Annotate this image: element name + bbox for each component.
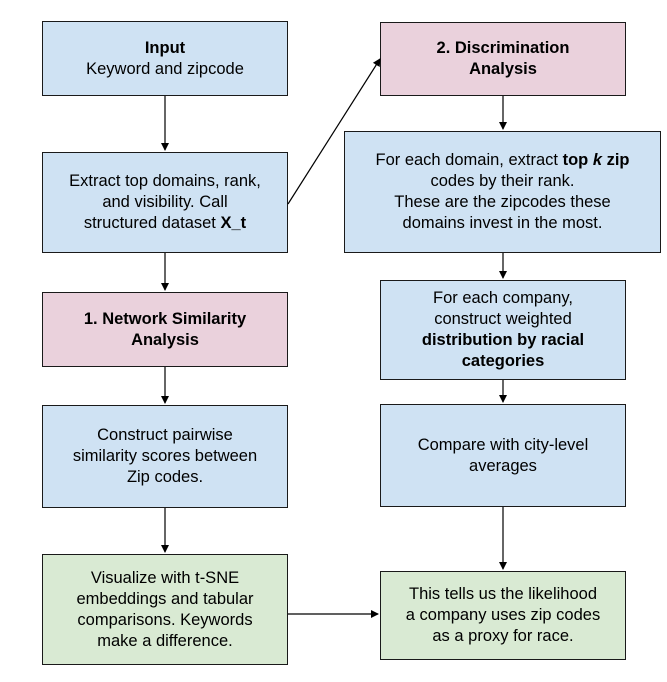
- compare-line-1: Compare with city-level: [417, 435, 589, 454]
- visualize-line-1: Visualize with t-SNE: [90, 568, 240, 587]
- distribution-box: For each company, construct weighted dis…: [380, 280, 626, 380]
- distribution-line-4: categories: [461, 352, 545, 370]
- distribution-line-1: For each company,: [432, 289, 573, 307]
- top-k-box: For each domain, extract top k zip codes…: [344, 131, 661, 253]
- extract-line-2: and visibility. Call: [102, 193, 228, 211]
- top-k-line-3: These are the zipcodes these: [394, 193, 611, 211]
- top-k-bold: top k zip: [563, 151, 630, 169]
- top-k-line-2: codes by their rank.: [430, 172, 575, 190]
- pairwise-line-2: similarity scores between: [72, 447, 258, 465]
- input-title: Input: [144, 38, 186, 57]
- likelihood-line-2: a company uses zip codes: [405, 606, 601, 624]
- network-title-line-2: Analysis: [131, 330, 199, 349]
- visualize-line-2: embeddings and tabular: [76, 589, 254, 608]
- top-k-bold-post: zip: [602, 151, 630, 169]
- distribution-line-2: construct weighted: [434, 310, 572, 328]
- dataset-name: X_t: [220, 214, 247, 232]
- network-title-line-1: 1. Network Similarity: [83, 309, 247, 328]
- visualize-line-3: comparisons. Keywords: [77, 610, 253, 629]
- top-k-line-1-text: For each domain, extract: [375, 151, 563, 169]
- top-k-bold-pre: top: [562, 151, 593, 169]
- top-k-line-1: For each domain, extract top k zip: [375, 150, 629, 171]
- visualize-line-4: make a difference.: [97, 631, 233, 650]
- pairwise-line-3: Zip codes.: [126, 468, 204, 486]
- network-similarity-box: 1. Network Similarity Analysis: [42, 292, 288, 367]
- top-k-line-4: domains invest in the most.: [402, 214, 603, 232]
- top-k-variable: k: [592, 151, 603, 169]
- extract-box: Extract top domains, rank, and visibilit…: [42, 152, 288, 253]
- extract-line-3: structured dataset X_t: [84, 213, 246, 234]
- extract-line-3-text: structured dataset: [83, 214, 221, 232]
- pairwise-box: Construct pairwise similarity scores bet…: [42, 405, 288, 508]
- input-box: Input Keyword and zipcode: [42, 21, 288, 96]
- extract-line-1: Extract top domains, rank,: [69, 172, 261, 190]
- likelihood-line-1: This tells us the likelihood: [408, 585, 597, 603]
- compare-box: Compare with city-level averages: [380, 404, 626, 507]
- distribution-line-3: distribution by racial: [421, 331, 585, 349]
- arrow-extract-to-discrimination: [287, 58, 381, 205]
- likelihood-line-3: as a proxy for race.: [432, 627, 574, 645]
- likelihood-box: This tells us the likelihood a company u…: [380, 571, 626, 660]
- visualize-box: Visualize with t-SNE embeddings and tabu…: [42, 554, 288, 665]
- compare-line-2: averages: [469, 456, 537, 475]
- discrimination-box: 2. Discrimination Analysis: [380, 22, 626, 96]
- discrimination-title-line-2: Analysis: [469, 60, 537, 78]
- input-subtitle: Keyword and zipcode: [86, 59, 244, 78]
- pairwise-line-1: Construct pairwise: [97, 426, 233, 444]
- discrimination-title-line-1: 2. Discrimination: [436, 39, 570, 57]
